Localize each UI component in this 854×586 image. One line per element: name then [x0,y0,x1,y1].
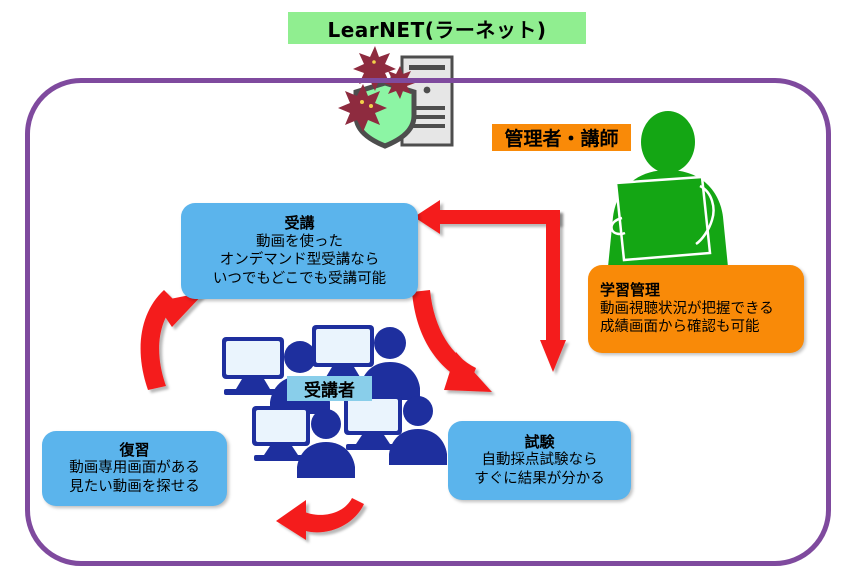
box-kanri-heading: 学習管理 [600,281,661,300]
box-shiken: 試験 自動採点試験なら すぐに結果が分かる [448,421,631,500]
box-fukushu: 復習 動画専用画面がある 見たい動画を探せる [42,431,227,506]
box-jukou-line-3: いつでもどこでも受講可能 [212,270,387,287]
box-jukou: 受講 動画を使った オンデマンド型受講なら いつでもどこでも受講可能 [181,203,418,299]
box-fukushu-line-1: 動画専用画面がある [69,460,200,477]
box-shiken-line-2: すぐに結果が分かる [474,470,605,487]
box-kanri-line-1: 動画視聴状況が把握できる [600,300,774,317]
label-students: 受講者 [287,376,372,401]
box-kanri-line-2: 成績画面から確認も可能 [600,319,760,336]
box-jukou-line-2: オンデマンド型受講なら [219,252,380,269]
box-jukou-heading: 受講 [284,213,315,232]
box-fukushu-line-2: 見たい動画を探せる [69,478,200,495]
page-title: LearNET(ラーネット) [288,12,586,44]
box-jukou-line-1: 動画を使った [256,233,343,250]
box-shiken-line-1: 自動採点試験なら [481,452,598,469]
box-gakushu-kanri: 学習管理 動画視聴状況が把握できる 成績画面から確認も可能 [588,265,804,353]
box-fukushu-heading: 復習 [119,440,150,459]
label-admin-instructor: 管理者・講師 [492,124,631,151]
box-shiken-heading: 試験 [524,432,555,451]
